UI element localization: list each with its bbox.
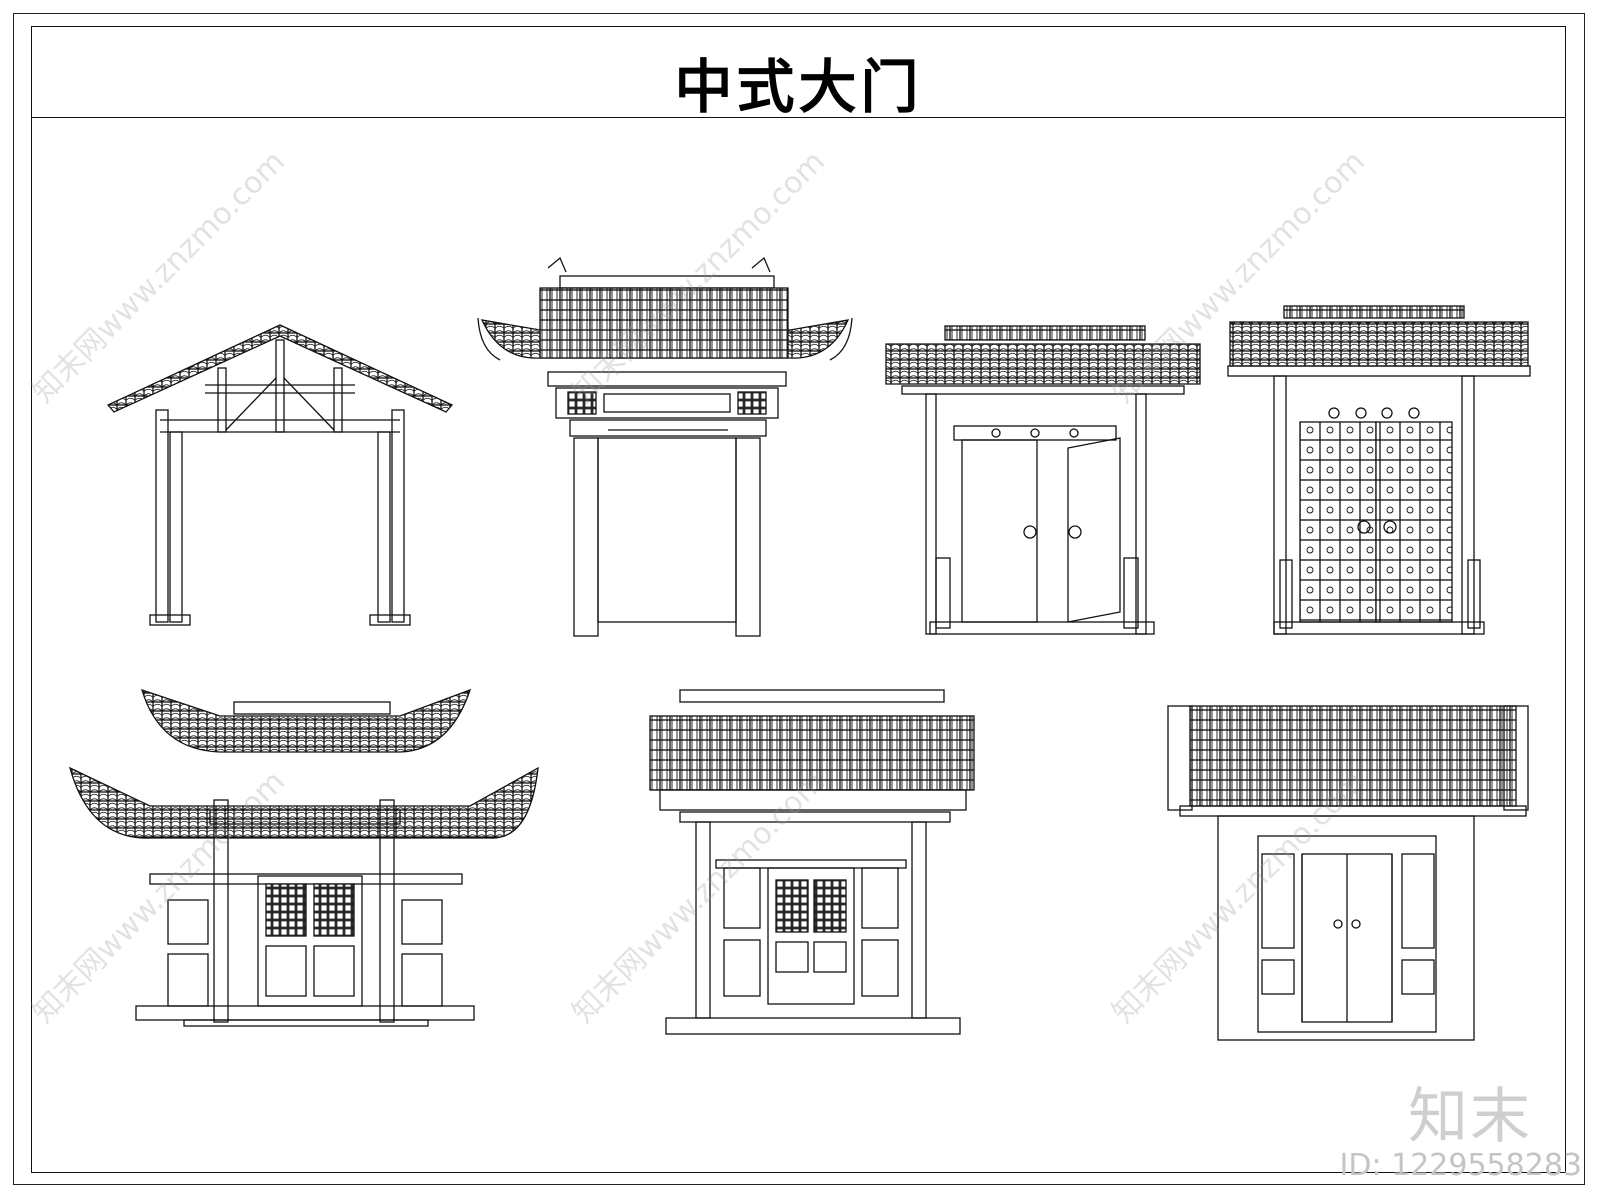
- title-band: 中式大门: [31, 26, 1566, 121]
- gate-double-door-open: [885, 325, 1201, 635]
- gate-hard-gable: [1167, 705, 1529, 1041]
- watermark-logo: 知末: [1408, 1082, 1532, 1152]
- sheet-title: 中式大门: [674, 53, 923, 121]
- watermark-id: ID: 1229558283: [1339, 1148, 1582, 1183]
- gate-studded-door: [1227, 305, 1531, 635]
- gate-carved-panel: [649, 689, 975, 1035]
- outer-border: [13, 13, 1585, 1185]
- gate-upturned-eave: [477, 256, 853, 637]
- gate-double-tier-eave: [68, 688, 539, 1027]
- inner-border: [31, 26, 1566, 1173]
- gate-timber-frame: [106, 324, 454, 626]
